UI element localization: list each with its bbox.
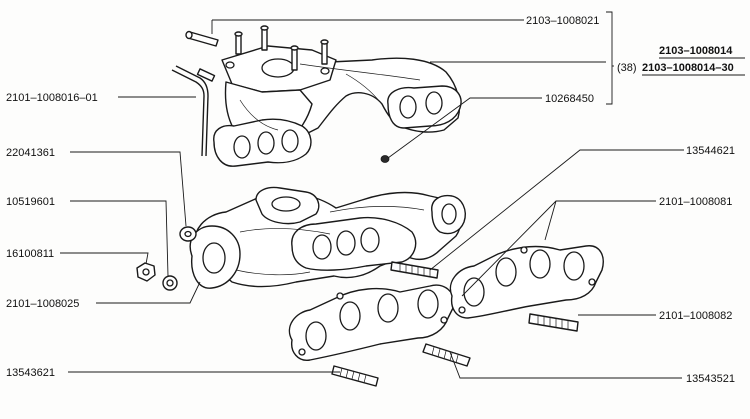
label-2101-1008082: 2101–1008082 <box>659 310 732 322</box>
stud-2101-1008082 <box>528 313 579 332</box>
label-22041361: 22041361 <box>6 147 55 159</box>
label-10268450: 10268450 <box>545 93 594 105</box>
angled-stud <box>185 30 219 47</box>
label-13543521: 13543521 <box>686 373 735 385</box>
stud-13543621 <box>331 365 379 387</box>
label-2101-1008081: 2101–1008081 <box>659 196 732 208</box>
label-16100811: 16100811 <box>6 248 54 260</box>
stud-13543521 <box>422 343 471 367</box>
label-13543621: 13543621 <box>6 367 55 379</box>
label-2103-1008021: 2103–1008021 <box>526 15 599 27</box>
intake-manifold <box>171 25 462 167</box>
washer-22041361 <box>179 226 197 242</box>
label-2103-1008014-30: 2103–1008014–30 <box>642 62 734 74</box>
plug <box>380 155 390 163</box>
label-2103-1008014: 2103–1008014 <box>659 45 733 57</box>
nut-16100811 <box>136 262 156 282</box>
stud-13544621 <box>390 261 439 279</box>
label-13544621: 13544621 <box>686 145 735 157</box>
label-2101-1008016-01: 2101–1008016–01 <box>6 92 98 104</box>
gasket-right <box>449 245 604 319</box>
label-10519601: 10519601 <box>6 196 55 208</box>
label-2101-1008025: 2101–1008025 <box>6 298 79 310</box>
flange-studs <box>234 25 329 71</box>
label-38: (38) <box>617 62 637 74</box>
washer-10519601 <box>162 275 178 291</box>
exhaust-manifold <box>189 186 466 289</box>
vacuum-pipe <box>171 65 216 157</box>
gasket-left <box>288 284 455 361</box>
leader-lines <box>60 11 684 379</box>
